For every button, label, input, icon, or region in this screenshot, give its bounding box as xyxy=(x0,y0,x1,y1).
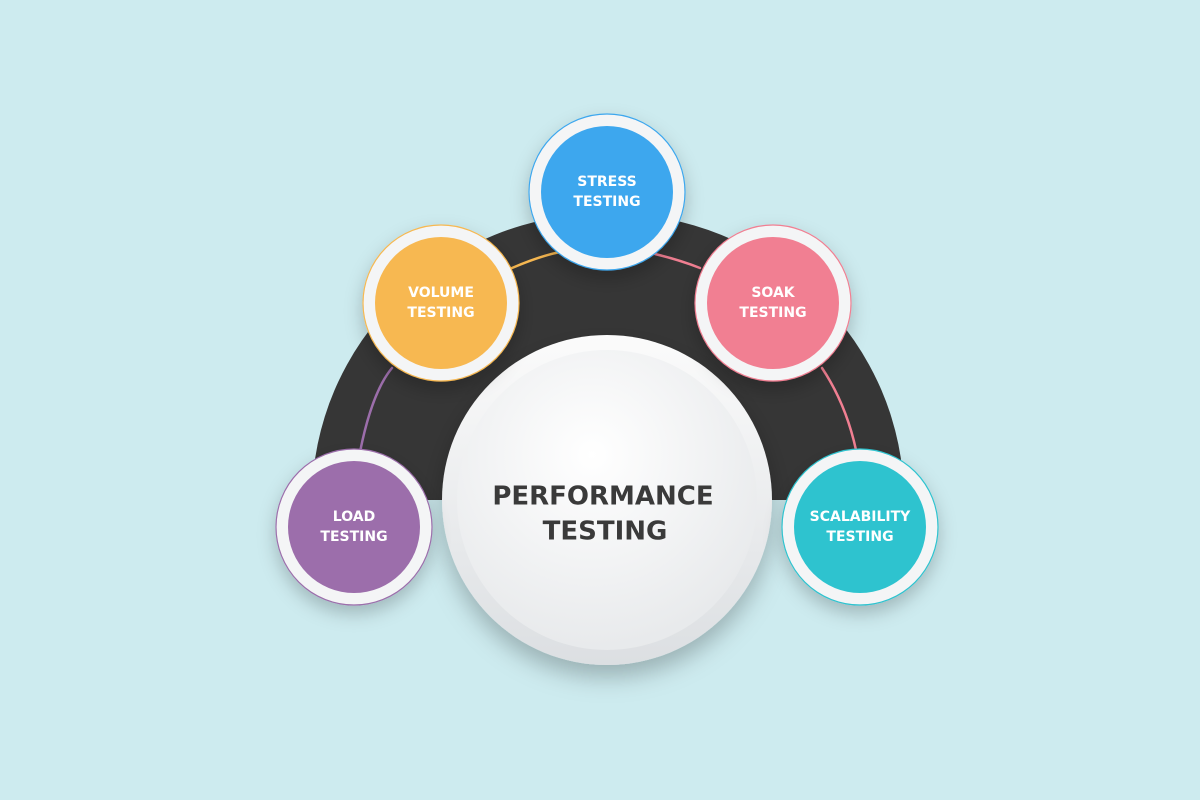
center-node: PERFORMANCE TESTING xyxy=(442,335,772,665)
node-soak: SOAK TESTING xyxy=(694,224,852,382)
node-volume-face xyxy=(375,237,507,369)
node-scalability: SCALABILITY TESTING xyxy=(781,448,939,606)
node-soak-line1: SOAK xyxy=(751,285,795,301)
node-soak-face xyxy=(707,237,839,369)
satellite-nodes: LOAD TESTING VOLUME TESTING STRESS TESTI… xyxy=(275,113,939,606)
node-stress-line2: TESTING xyxy=(573,194,640,210)
connector-volume-stress xyxy=(510,250,562,270)
connector-load-volume xyxy=(358,366,394,454)
node-load-line2: TESTING xyxy=(320,529,387,545)
node-load-line1: LOAD xyxy=(333,509,375,525)
node-scalability-face xyxy=(794,461,926,593)
node-load-face xyxy=(288,461,420,593)
connector-lines xyxy=(358,250,858,454)
center-node-face xyxy=(457,350,757,650)
node-load: LOAD TESTING xyxy=(275,448,433,606)
node-volume-line1: VOLUME xyxy=(408,285,474,301)
node-scalability-line2: TESTING xyxy=(826,529,893,545)
node-stress: STRESS TESTING xyxy=(528,113,686,271)
node-soak-line2: TESTING xyxy=(739,305,806,321)
node-scalability-line1: SCALABILITY xyxy=(810,509,912,525)
node-volume: VOLUME TESTING xyxy=(362,224,520,382)
connector-stress-soak xyxy=(653,252,702,270)
center-title-line1: PERFORMANCE xyxy=(492,482,713,512)
node-volume-line2: TESTING xyxy=(407,305,474,321)
node-stress-line1: STRESS xyxy=(577,174,637,190)
center-title-line2: TESTING xyxy=(543,517,668,547)
node-stress-face xyxy=(541,126,673,258)
connector-soak-scalability xyxy=(820,366,858,452)
